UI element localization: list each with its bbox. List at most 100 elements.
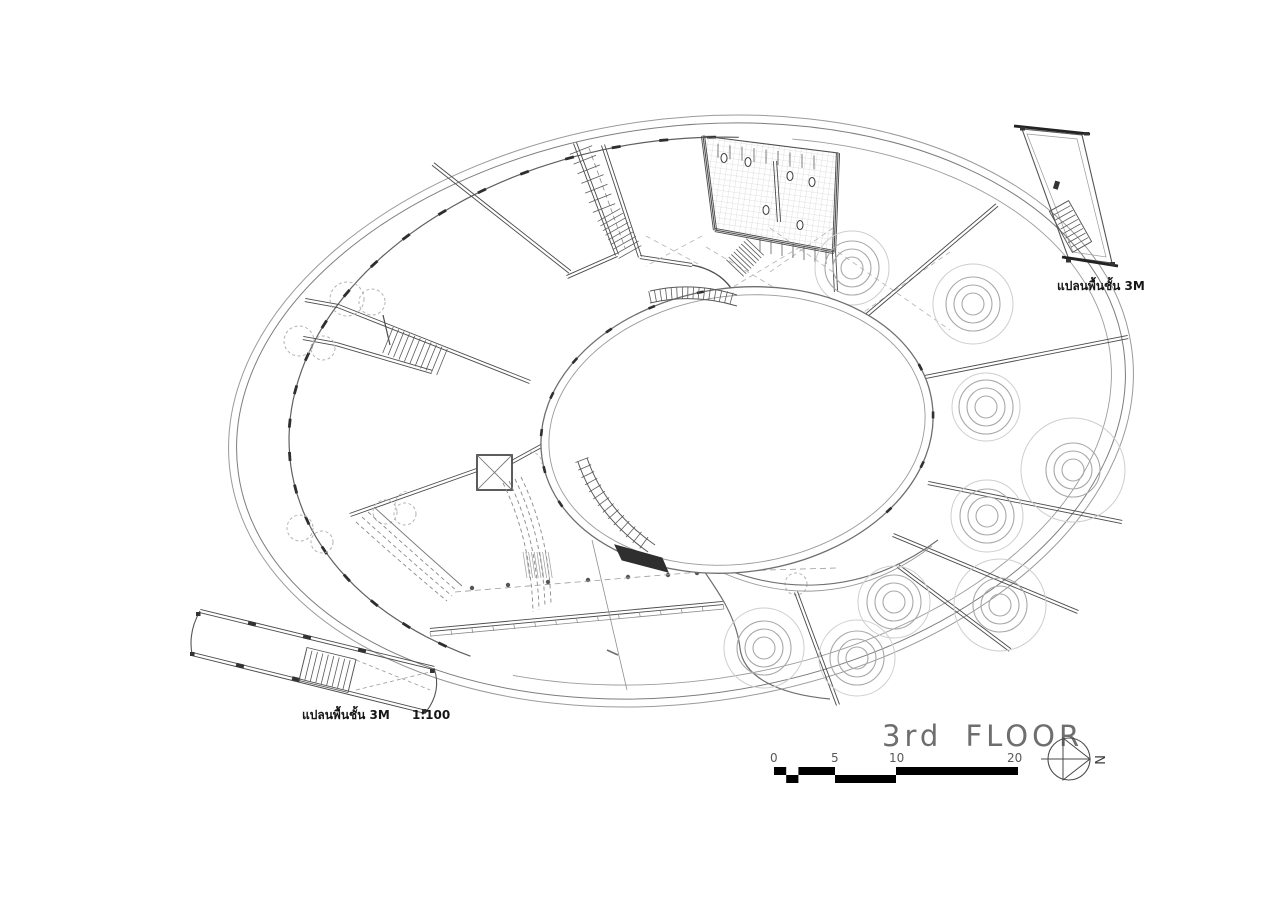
detail-stair-tread (1057, 214, 1076, 225)
spiral-throat-edge (687, 547, 831, 700)
skylight-circle (967, 496, 1007, 536)
curved-stair-tread (724, 291, 728, 304)
escalator-corridor-wall (576, 142, 619, 255)
detail-bar-inner-line (1026, 133, 1107, 258)
chord-wall-tick (618, 613, 620, 620)
toilet-partition-wall (776, 160, 782, 222)
ramp-hatch (531, 551, 536, 579)
curved-stair-tread (703, 287, 706, 300)
tree-dashed-circle (393, 502, 417, 526)
open-void-cross-marker (837, 251, 951, 331)
curved-stair-tread (602, 503, 614, 513)
stairs (382, 145, 764, 376)
curved-stair-tread (581, 471, 595, 478)
wedge-radial-wall (920, 338, 1129, 381)
stair-tread (607, 226, 632, 241)
detail-end-tick (196, 612, 201, 616)
east-band-inner-edge (512, 138, 1112, 686)
curved-stair-tread (713, 288, 717, 301)
escalator-step (569, 145, 593, 155)
detail-end-tick (1066, 259, 1071, 263)
stair-tread (597, 208, 621, 222)
partition-wall (639, 258, 692, 268)
scale-tick-5: 5 (831, 751, 839, 765)
column-dot (469, 585, 475, 591)
wedge-radial-wall (927, 484, 1122, 525)
skylight-circle (966, 387, 1006, 427)
escalator-step (592, 203, 616, 213)
stair-tread (605, 222, 629, 236)
ramp-hatch (539, 551, 545, 579)
scale-bar-segment (786, 775, 799, 783)
detail-stair-tread (1062, 223, 1081, 235)
stair-tread (602, 217, 626, 232)
toilet-wall (704, 135, 718, 230)
partition-wall (566, 253, 617, 276)
skylight-circle (959, 488, 1015, 544)
wedge-radial-wall (896, 566, 1010, 652)
column-dot (625, 574, 631, 580)
floor-title: 3rd FLOOR (882, 719, 1083, 753)
stair-tread (618, 245, 642, 259)
elevator-shaft (476, 454, 513, 491)
detail-plan-scale-bottom-left: 1:100 (412, 708, 450, 722)
courtyard-door-tick (605, 327, 613, 334)
courtyard-door-tick (571, 357, 579, 365)
window-tick (611, 144, 621, 150)
toilet-wall (835, 153, 841, 253)
courtyard-inner-line (548, 294, 926, 566)
toilet-fixture-icon (744, 157, 752, 167)
skylight-outer-ring (951, 372, 1021, 442)
skylight-circle (974, 395, 998, 419)
wedge-radial-wall (919, 334, 1128, 377)
curved-stair-tread (692, 286, 694, 299)
window-tick (564, 155, 575, 161)
tree-dashed-circle (286, 514, 314, 542)
curved-stair-tread (653, 289, 657, 302)
detail-stair-tread (331, 657, 340, 687)
skylight-circle (840, 256, 864, 280)
chord-wall-tick (722, 603, 725, 610)
courtyard-outline (540, 286, 934, 574)
wedge-radial-wall (892, 536, 1078, 614)
window-tick (320, 545, 329, 555)
stair-tread (728, 256, 747, 274)
partition-wall (304, 301, 338, 309)
toilet-wall (714, 231, 834, 255)
ramp-guide (520, 476, 552, 605)
scale-bar-segment (774, 767, 787, 775)
skylight-circle (953, 284, 993, 324)
tree-dashed-circle (372, 499, 398, 525)
window-tick (292, 385, 299, 395)
skylight-circle (945, 276, 1001, 332)
detail-end-tick (1084, 132, 1089, 136)
toilet-fixture-icon (720, 153, 728, 163)
scale-tick-0: 0 (770, 751, 778, 765)
ramp-hatch (528, 551, 533, 579)
ramp-guide (373, 506, 463, 587)
circular-skylight-motifs (723, 230, 1126, 697)
wedge-radial-wall (794, 592, 837, 706)
stair-corridor-wall (338, 304, 531, 381)
detail-stair-tread (1060, 218, 1079, 230)
stair-tread (736, 248, 754, 267)
wedge-radial-wall (853, 203, 997, 325)
skylight-outer-ring (950, 479, 1024, 553)
tree-dashed-circle (310, 335, 336, 361)
east-wing-wedge-rooms (687, 203, 1129, 706)
detail-stair-tread (315, 653, 324, 683)
tree-dashed-circle (283, 325, 315, 357)
skylight-circle (744, 628, 784, 668)
window-tick (288, 451, 292, 462)
window-tick (437, 208, 447, 216)
skylight-outer-ring (857, 565, 931, 639)
detail-end-tick (190, 652, 195, 656)
curved-stair-tread (584, 477, 598, 486)
tree-dashed-circle (358, 288, 386, 316)
wedge-radial-wall (928, 480, 1123, 521)
outer-shell-line (228, 114, 1134, 708)
partition-wall (433, 162, 572, 272)
courtyard-door-tick (919, 460, 925, 469)
stair-tread (409, 337, 421, 365)
skylight-circle (874, 582, 914, 622)
